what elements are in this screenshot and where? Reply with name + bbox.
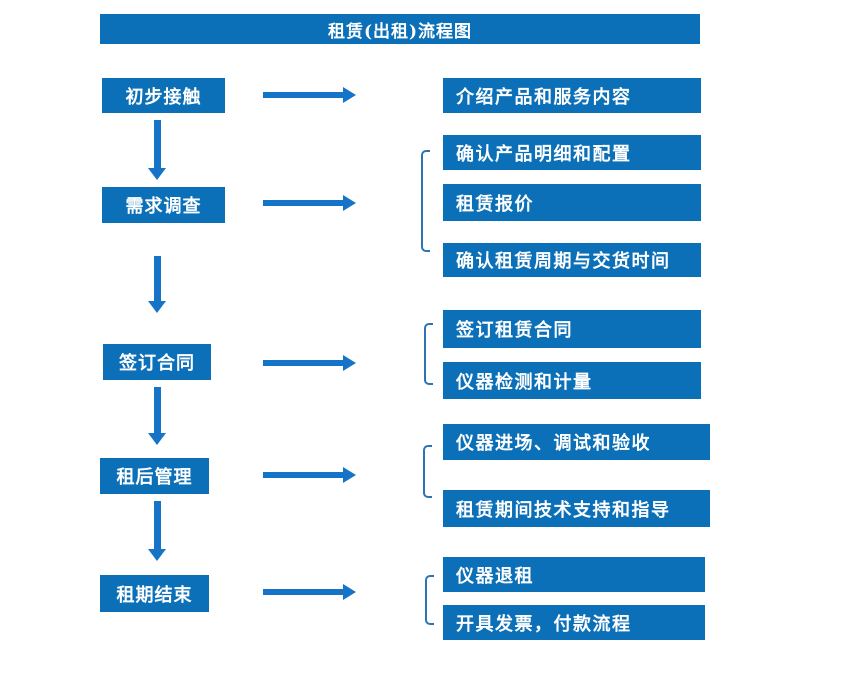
group-bracket (424, 323, 433, 385)
detail-box-invoice-payment: 开具发票，付款流程 (443, 605, 705, 640)
step-box-sign-contract: 签订合同 (103, 344, 211, 380)
detail-box-sign-rental-contract: 签订租赁合同 (443, 310, 701, 348)
flowchart-title: 租赁(出租)流程图 (100, 14, 700, 44)
arrow-shaft (263, 472, 343, 478)
arrow-shaft (153, 387, 161, 433)
down-arrow-icon (148, 501, 166, 561)
detail-box-instrument-delivery: 仪器进场、调试和验收 (443, 424, 710, 460)
arrow-shaft (263, 360, 343, 366)
arrow-head (148, 301, 166, 313)
arrow-head (343, 584, 356, 600)
detail-box-instrument-return: 仪器退租 (443, 557, 705, 592)
arrow-shaft (263, 200, 343, 206)
arrow-head (343, 195, 356, 211)
arrow-head (343, 87, 356, 103)
arrow-shaft (153, 501, 161, 549)
step-box-demand-survey: 需求调查 (102, 187, 225, 223)
right-arrow-icon (263, 467, 356, 483)
down-arrow-icon (148, 387, 166, 445)
arrow-head (148, 549, 166, 561)
detail-box-confirm-product-details: 确认产品明细和配置 (443, 135, 701, 170)
right-arrow-icon (263, 355, 356, 371)
detail-box-introduce-products: 介绍产品和服务内容 (443, 78, 701, 113)
detail-box-rental-quotation: 租赁报价 (443, 184, 701, 221)
detail-box-instrument-testing: 仪器检测和计量 (443, 362, 701, 399)
arrow-head (148, 168, 166, 180)
detail-box-technical-support: 租赁期间技术支持和指导 (443, 490, 710, 527)
step-box-post-rental-management: 租后管理 (100, 458, 209, 494)
arrow-head (343, 355, 356, 371)
down-arrow-icon (148, 120, 166, 180)
arrow-shaft (153, 120, 161, 168)
arrow-shaft (153, 256, 161, 301)
right-arrow-icon (263, 195, 356, 211)
detail-box-confirm-rental-period: 确认租赁周期与交货时间 (443, 243, 701, 277)
arrow-head (148, 433, 166, 445)
right-arrow-icon (263, 584, 356, 600)
arrow-head (343, 467, 356, 483)
step-box-initial-contact: 初步接触 (102, 78, 225, 113)
arrow-shaft (263, 92, 343, 98)
group-bracket (423, 445, 432, 498)
arrow-shaft (263, 589, 343, 595)
group-bracket (421, 150, 430, 252)
step-box-rental-end: 租期结束 (100, 575, 209, 612)
down-arrow-icon (148, 256, 166, 313)
group-bracket (425, 575, 434, 625)
right-arrow-icon (263, 87, 356, 103)
